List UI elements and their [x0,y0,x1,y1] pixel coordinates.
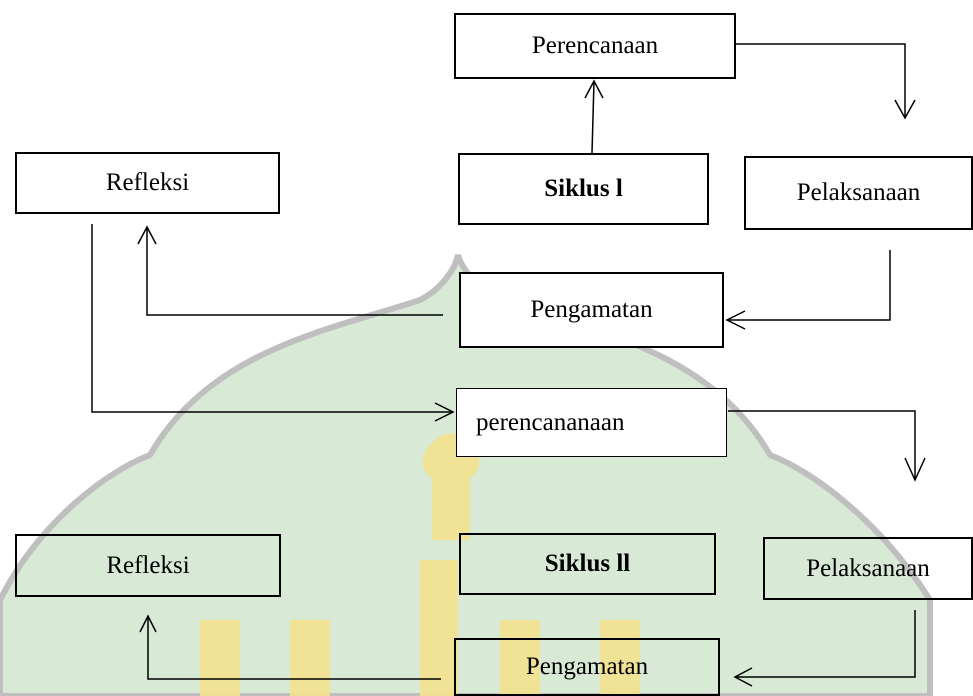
arrow-pelaksanaan-to-pengamatan [725,250,891,330]
node-pengamatan-1-label: Pengamatan [530,296,653,323]
watermark-letter-i [420,560,458,696]
watermark-letter-n-right [600,620,640,696]
node-refleksi-1: Refleksi [15,152,280,214]
watermark-letter-n-left [500,620,540,696]
node-pengamatan-2-label: Pengamatan [525,653,649,680]
watermark-letter-u-right [290,620,330,696]
node-refleksi-2: Refleksi [15,534,281,597]
node-perencanaan-2-label: perencananaan [476,408,625,436]
node-siklus-2: Siklus ll [459,533,716,595]
arrow-perencanaan-to-pelaksanaan [736,43,916,120]
arrow-pengamatan-to-refleksi [137,225,443,316]
node-refleksi-2-label: Refleksi [106,551,190,579]
arrow-perencanaan2-to-pelaksanaan2 [728,410,926,482]
node-pengamatan-2: Pengamatan [454,638,720,696]
watermark-letter-u-left [200,620,240,696]
node-pelaksanaan-1: Pelaksanaan [744,156,973,230]
arrow-pengamatan2-to-refleksi2 [139,614,441,680]
node-perencanaan-1-label: Perencanaan [531,32,659,59]
node-pelaksanaan-2-label: Pelaksanaan [806,554,930,582]
node-pelaksanaan-2: Pelaksanaan [763,537,973,600]
node-pengamatan-1: Pengamatan [459,272,724,348]
node-siklus-2-label: Siklus ll [544,550,631,577]
arrow-pelaksanaan2-to-pengamatan2 [733,610,916,687]
node-siklus-1-label: Siklus l [544,175,623,202]
node-pelaksanaan-1-label: Pelaksanaan [796,179,921,206]
node-refleksi-1-label: Refleksi [105,169,190,196]
arrow-siklus1-to-perencanaan [584,79,604,154]
node-perencanaan-1: Perencanaan [454,13,736,79]
arrow-refleksi-to-perencanaan2 [91,224,455,422]
watermark-spire [422,433,480,540]
node-perencanaan-2: perencananaan [456,388,727,457]
node-siklus-1: Siklus l [458,153,709,225]
